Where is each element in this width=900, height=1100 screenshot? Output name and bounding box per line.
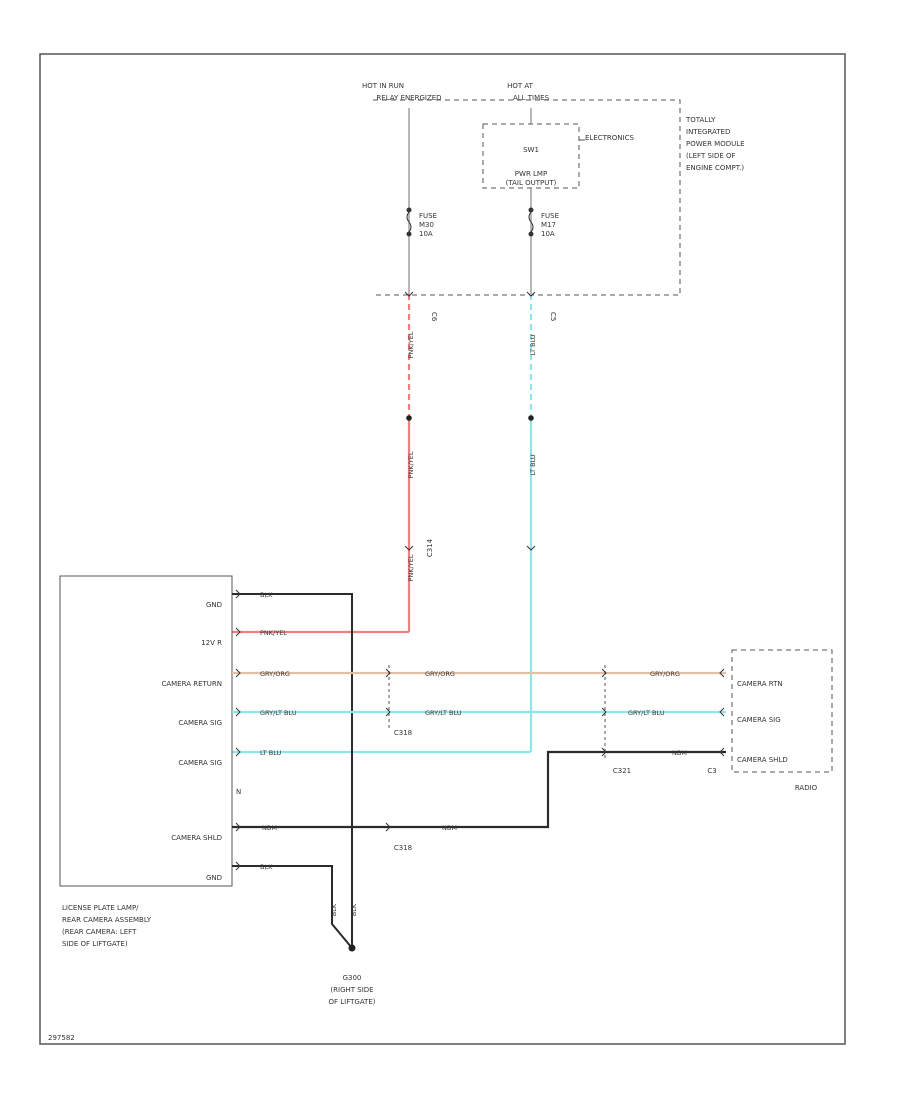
pin-c6-mark: [404, 291, 414, 297]
nbm-label-2: NBM: [442, 824, 457, 832]
ground-line2: (RIGHT SIDE: [330, 986, 373, 994]
camera-name-1: LICENSE PLATE LAMP/: [62, 904, 139, 912]
fuse-m30-label-1: FUSE: [419, 212, 437, 220]
sw1-label: SW1: [523, 146, 539, 154]
c318-low-label: C318: [394, 844, 412, 852]
pnk-yel-label-3: PNK/YEL: [407, 554, 415, 581]
splice-pnk-yel: [406, 415, 412, 421]
c321-label: C321: [613, 767, 631, 775]
camera-pin-12v: 12V R: [201, 639, 222, 647]
c318-mid-blue: [385, 707, 391, 717]
ground-name: G300: [343, 974, 362, 982]
tipm-name-1: TOTALLY: [685, 116, 716, 124]
electronics-label: ELECTRONICS: [585, 134, 634, 142]
tipm-name-5: ENGINE COMPT.): [686, 164, 744, 172]
radio-pin-rtn: CAMERA RTN: [737, 680, 783, 688]
fuse-m17-label-1: FUSE: [541, 212, 559, 220]
tipm-name-2: INTEGRATED: [686, 128, 730, 136]
blk-v1-label: BLK: [330, 903, 338, 916]
pnk-yel-h-label: PNK/YEL: [260, 629, 287, 637]
gry-lt-label-2: GRY/LT BLU: [425, 709, 462, 717]
splice-lt-blu: [528, 415, 534, 421]
camera-pin-sig-1: CAMERA SIG: [178, 719, 222, 727]
lt-blu-h-label: LT BLU: [260, 749, 282, 757]
all-times-label: ALL TIMES: [513, 94, 550, 102]
fuse-m30: [406, 211, 412, 233]
c321-shld: [601, 747, 607, 757]
camera-pin-gnd-2: GND: [206, 874, 222, 882]
nbm-label-3: NBM: [672, 749, 687, 757]
c3-label: C3: [707, 767, 716, 775]
fuse-m17-top: [528, 207, 534, 213]
blk-wire-bottom: [232, 865, 353, 949]
pwr-lmp-label: PWR LMP: [515, 170, 547, 178]
pnk-yel-label-2: PNK/YEL: [407, 451, 415, 478]
fuse-m30-label-2: M30: [419, 221, 434, 229]
camera-pin-shld: CAMERA SHLD: [171, 834, 222, 842]
tipm-name-3: POWER MODULE: [686, 140, 745, 148]
ground-line3: OF LIFTGATE): [328, 998, 375, 1006]
gry-lt-label-1: GRY/LT BLU: [260, 709, 297, 717]
blk-wire-top: [232, 593, 353, 948]
nbm-wire: [232, 750, 726, 829]
radio-name: RADIO: [795, 784, 818, 792]
camera-pin-return: CAMERA RETURN: [161, 680, 222, 688]
camera-pin-gnd-1: GND: [206, 601, 222, 609]
blk-bottom-label: BLK: [260, 863, 273, 871]
camera-pin-sig-2: CAMERA SIG: [178, 759, 222, 767]
camera-name-3: (REAR CAMERA: LEFT: [62, 928, 137, 936]
c314-mark-2: [526, 545, 536, 551]
pnk-yel-label-1: PNK/YEL: [407, 331, 415, 358]
c318-mid-orange: [385, 668, 391, 678]
radio-pin-marks: [719, 668, 725, 757]
diagram-id: 297582: [48, 1034, 75, 1042]
gry-org-label-1: GRY/ORG: [260, 670, 290, 678]
fuse-m17-label-3: 10A: [541, 230, 555, 238]
fuse-m30-top: [406, 207, 412, 213]
camera-pin-n: N: [236, 788, 241, 796]
tail-output-label: (TAIL OUTPUT): [506, 179, 557, 187]
hot-at-label: HOT AT: [507, 82, 534, 90]
gry-org-label-2: GRY/ORG: [425, 670, 455, 678]
pin-c6-label: C6: [430, 312, 438, 322]
fuse-m30-label-3: 10A: [419, 230, 433, 238]
c318-mid-label: C318: [394, 729, 412, 737]
c321-orange: [601, 668, 607, 678]
lt-blu-label-2: LT BLU: [529, 454, 537, 476]
tipm-boundary: [373, 99, 681, 296]
gry-org-label-3: GRY/ORG: [650, 670, 680, 678]
relay-energized-label: RELAY ENERGIZED: [376, 94, 441, 102]
blk-v2-label: BLK: [350, 903, 358, 916]
c314-mark-1: [404, 545, 414, 551]
c314-label: C314: [426, 538, 434, 557]
fuse-m17-bottom: [528, 231, 534, 237]
tipm-name-4: (LEFT SIDE OF: [686, 152, 736, 160]
blk-top-label: BLK: [260, 591, 273, 599]
camera-name-4: SIDE OF LIFTGATE): [62, 940, 128, 948]
camera-name-2: REAR CAMERA ASSEMBLY: [62, 916, 152, 924]
camera-assembly-box: [59, 575, 233, 887]
hot-in-run-label: HOT IN RUN: [362, 82, 404, 90]
lt-blu-label-1: LT BLU: [529, 334, 537, 356]
fuse-m17-label-2: M17: [541, 221, 556, 229]
radio-pin-shld: CAMERA SHLD: [737, 756, 788, 764]
fuse-m17: [528, 211, 534, 233]
diagram-frame: [39, 53, 846, 1045]
fuse-m30-bottom: [406, 231, 412, 237]
c321-blue: [601, 707, 607, 717]
c318-low-mark: [385, 822, 391, 832]
camera-pin-marks: [235, 589, 241, 871]
pin-c5-mark: [526, 291, 536, 297]
radio-pin-sig: CAMERA SIG: [737, 716, 781, 724]
radio-box: [731, 649, 833, 773]
ground-point: [348, 944, 356, 952]
nbm-label-1: NBM: [262, 824, 277, 832]
gry-lt-label-3: GRY/LT BLU: [628, 709, 665, 717]
pin-c5-label: C5: [549, 312, 557, 321]
